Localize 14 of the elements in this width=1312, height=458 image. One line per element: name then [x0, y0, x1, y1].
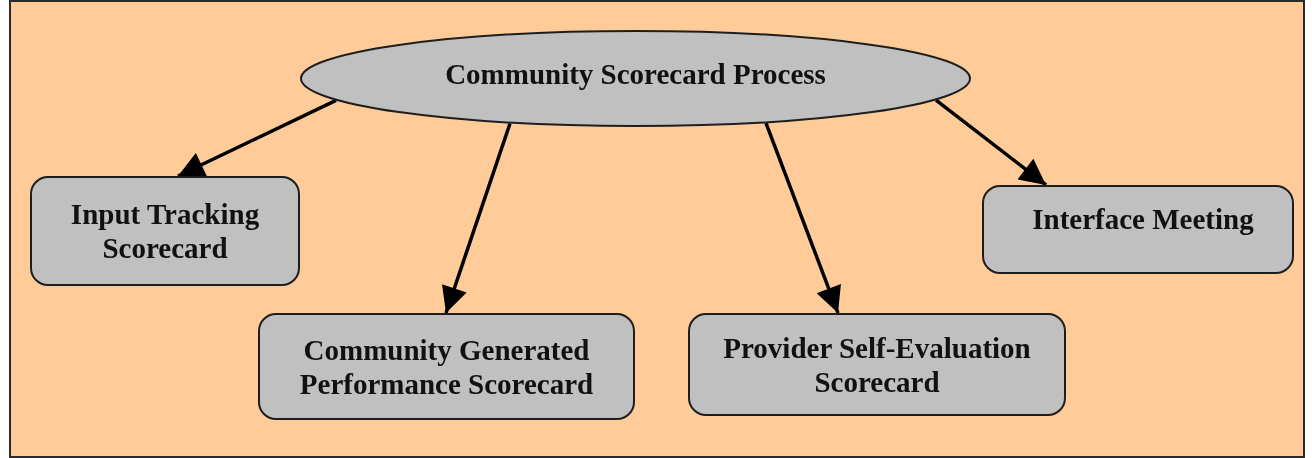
- process-box: [258, 313, 635, 420]
- process-box: [30, 176, 300, 286]
- arrow: [177, 98, 337, 178]
- node-label: Input Tracking Scorecard: [69, 197, 261, 265]
- node-label: Community Scorecard Process: [445, 56, 826, 91]
- process-box: [982, 185, 1294, 274]
- node-label: Interface Meeting: [1032, 201, 1254, 236]
- arrow: [442, 122, 512, 314]
- node-label: Community Generated Performance Scorecard: [298, 332, 595, 401]
- process-box: [688, 313, 1066, 416]
- arrow: [934, 98, 1048, 187]
- arrow: [764, 122, 841, 314]
- node-label: Provider Self-Evaluation Scorecard: [722, 330, 1032, 399]
- process-ellipse: [300, 30, 971, 127]
